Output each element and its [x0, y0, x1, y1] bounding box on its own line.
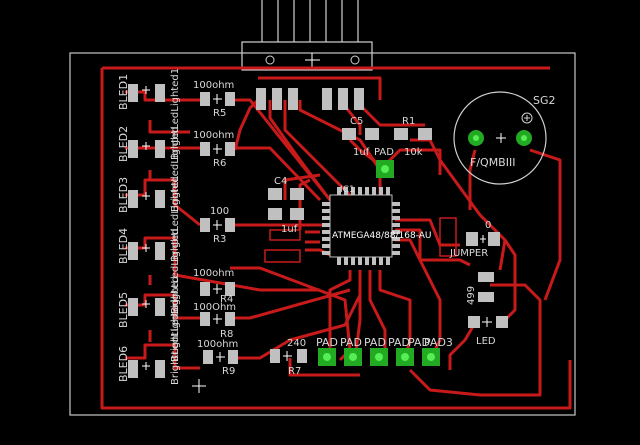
origin-marker — [192, 379, 206, 393]
led-column[interactable]: BLED1 BrightLedLighted1 BLED2 BrightLedL… — [117, 68, 181, 385]
sg2-value: F/QMBIII — [470, 156, 515, 169]
led-1: BLED1 BrightLedLighted1 — [117, 68, 181, 160]
led-bodies — [264, 229, 301, 263]
svg-text:PAD: PAD — [408, 336, 430, 349]
header-connector[interactable] — [241, 0, 373, 71]
jumper-ref: JUMPER — [449, 248, 488, 259]
led-2-label: BLED2 — [117, 126, 130, 162]
led-4-label: BLED4 — [117, 228, 130, 264]
r6-value: 100ohm — [193, 130, 234, 141]
svg-text:PAD: PAD — [316, 336, 338, 349]
resistor-r6: 100ohm R6 — [193, 130, 235, 169]
capacitor-c5[interactable]: C5 1uf — [342, 116, 379, 158]
resistor-r8: 100Ohm R8 — [193, 302, 236, 340]
svg-text:PAD: PAD — [340, 336, 362, 349]
resistor-499[interactable]: 499 — [466, 272, 494, 305]
resistor-r7: 240 R7 — [270, 338, 307, 377]
pad-5: PAD — [408, 336, 440, 366]
r1-value: 10k — [404, 147, 423, 158]
board-outline — [69, 52, 576, 416]
pad-3: PAD — [364, 336, 388, 366]
pad-6-label: PAD3 — [424, 336, 453, 349]
led-2-tag: BrightLedLighted — [170, 126, 181, 212]
pad-1: PAD — [316, 336, 338, 366]
jumper-value: 0 — [485, 220, 491, 231]
led-6-label: BLED6 — [117, 346, 130, 382]
traces — [100, 66, 572, 410]
r7-value: 240 — [287, 338, 306, 349]
pad-2: PAD — [340, 336, 362, 366]
r8-ref: R8 — [220, 329, 233, 340]
led-1-tag: BrightLedLighted1 — [170, 68, 181, 160]
pad-via[interactable]: PAD — [374, 147, 394, 178]
capacitor-c4[interactable]: C4 1uf — [268, 176, 304, 235]
header-pads — [256, 88, 364, 110]
r9-value: 100ohm — [197, 339, 238, 350]
led-5: BLED5 BrightLedLighted — [117, 276, 181, 362]
sg2-ref: SG2 — [533, 94, 556, 107]
r7-ref: R7 — [288, 366, 301, 377]
c5-value: 1uf — [353, 147, 370, 158]
r3-ref: R3 — [213, 234, 226, 245]
c4-value: 1uf — [281, 224, 298, 235]
pad-row[interactable]: PAD PAD PAD PAD PAD PAD3 — [316, 336, 453, 366]
resistor-r9: 100ohm R9 — [197, 339, 238, 377]
r8-value: 100Ohm — [193, 302, 236, 313]
led-6: BLED6 BrightLedLighted — [117, 299, 181, 385]
led-3-label: BLED3 — [117, 177, 130, 213]
r9-ref: R9 — [222, 366, 235, 377]
r3-value: 100 — [210, 206, 229, 217]
led-4: BLED4 BrightLedLighted — [117, 228, 181, 314]
led-5-tag: BrightLedLighted — [170, 276, 181, 362]
pad-4: PAD — [388, 336, 414, 366]
resistor-r3: 100 R3 — [200, 206, 235, 245]
resistor-r5: 100ohm R5 — [193, 80, 235, 119]
led-4-tag: BrightLedLighted — [170, 228, 181, 314]
status-led[interactable]: LED — [468, 316, 508, 347]
r5-value: 100ohm — [193, 80, 234, 91]
r499-value: 499 — [466, 286, 477, 305]
ic-value: ATMEGA48/88/168-AU — [332, 231, 431, 241]
r6-ref: R6 — [213, 158, 226, 169]
led-3: BLED3 BrightLedLighted — [117, 176, 181, 262]
led-1-label: BLED1 — [117, 74, 130, 110]
buzzer-sg2[interactable]: SG2 F/QMBIII — [453, 91, 556, 185]
ic-ref: IC1 — [340, 185, 355, 195]
led-5-label: BLED5 — [117, 292, 130, 328]
led-3-tag: BrightLedLighted — [170, 176, 181, 262]
r1-ref: R1 — [402, 116, 415, 127]
r4-value: 100ohm — [193, 268, 234, 279]
svg-text:PAD: PAD — [388, 336, 410, 349]
jumper[interactable]: 0 JUMPER — [439, 217, 500, 259]
resistor-r1[interactable]: R1 10k — [394, 116, 432, 158]
led-label: LED — [476, 336, 496, 347]
resistor-r4: 100ohm R4 — [193, 268, 235, 305]
led-2: BLED2 BrightLedLighted — [117, 126, 181, 212]
ic-chip[interactable]: IC1 ATMEGA48/88/168-AU — [322, 185, 431, 265]
r4-ref: R4 — [220, 294, 233, 305]
c5-ref: C5 — [350, 116, 363, 127]
pad-label: PAD — [374, 147, 394, 158]
c4-ref: C4 — [274, 176, 287, 187]
led-6-tag: BrightLedLighted — [170, 299, 181, 385]
svg-text:PAD: PAD — [364, 336, 386, 349]
r5-ref: R5 — [213, 108, 226, 119]
resistor-column[interactable]: 100ohm R5 100ohm R6 100 R3 100ohm R4 — [193, 80, 307, 377]
